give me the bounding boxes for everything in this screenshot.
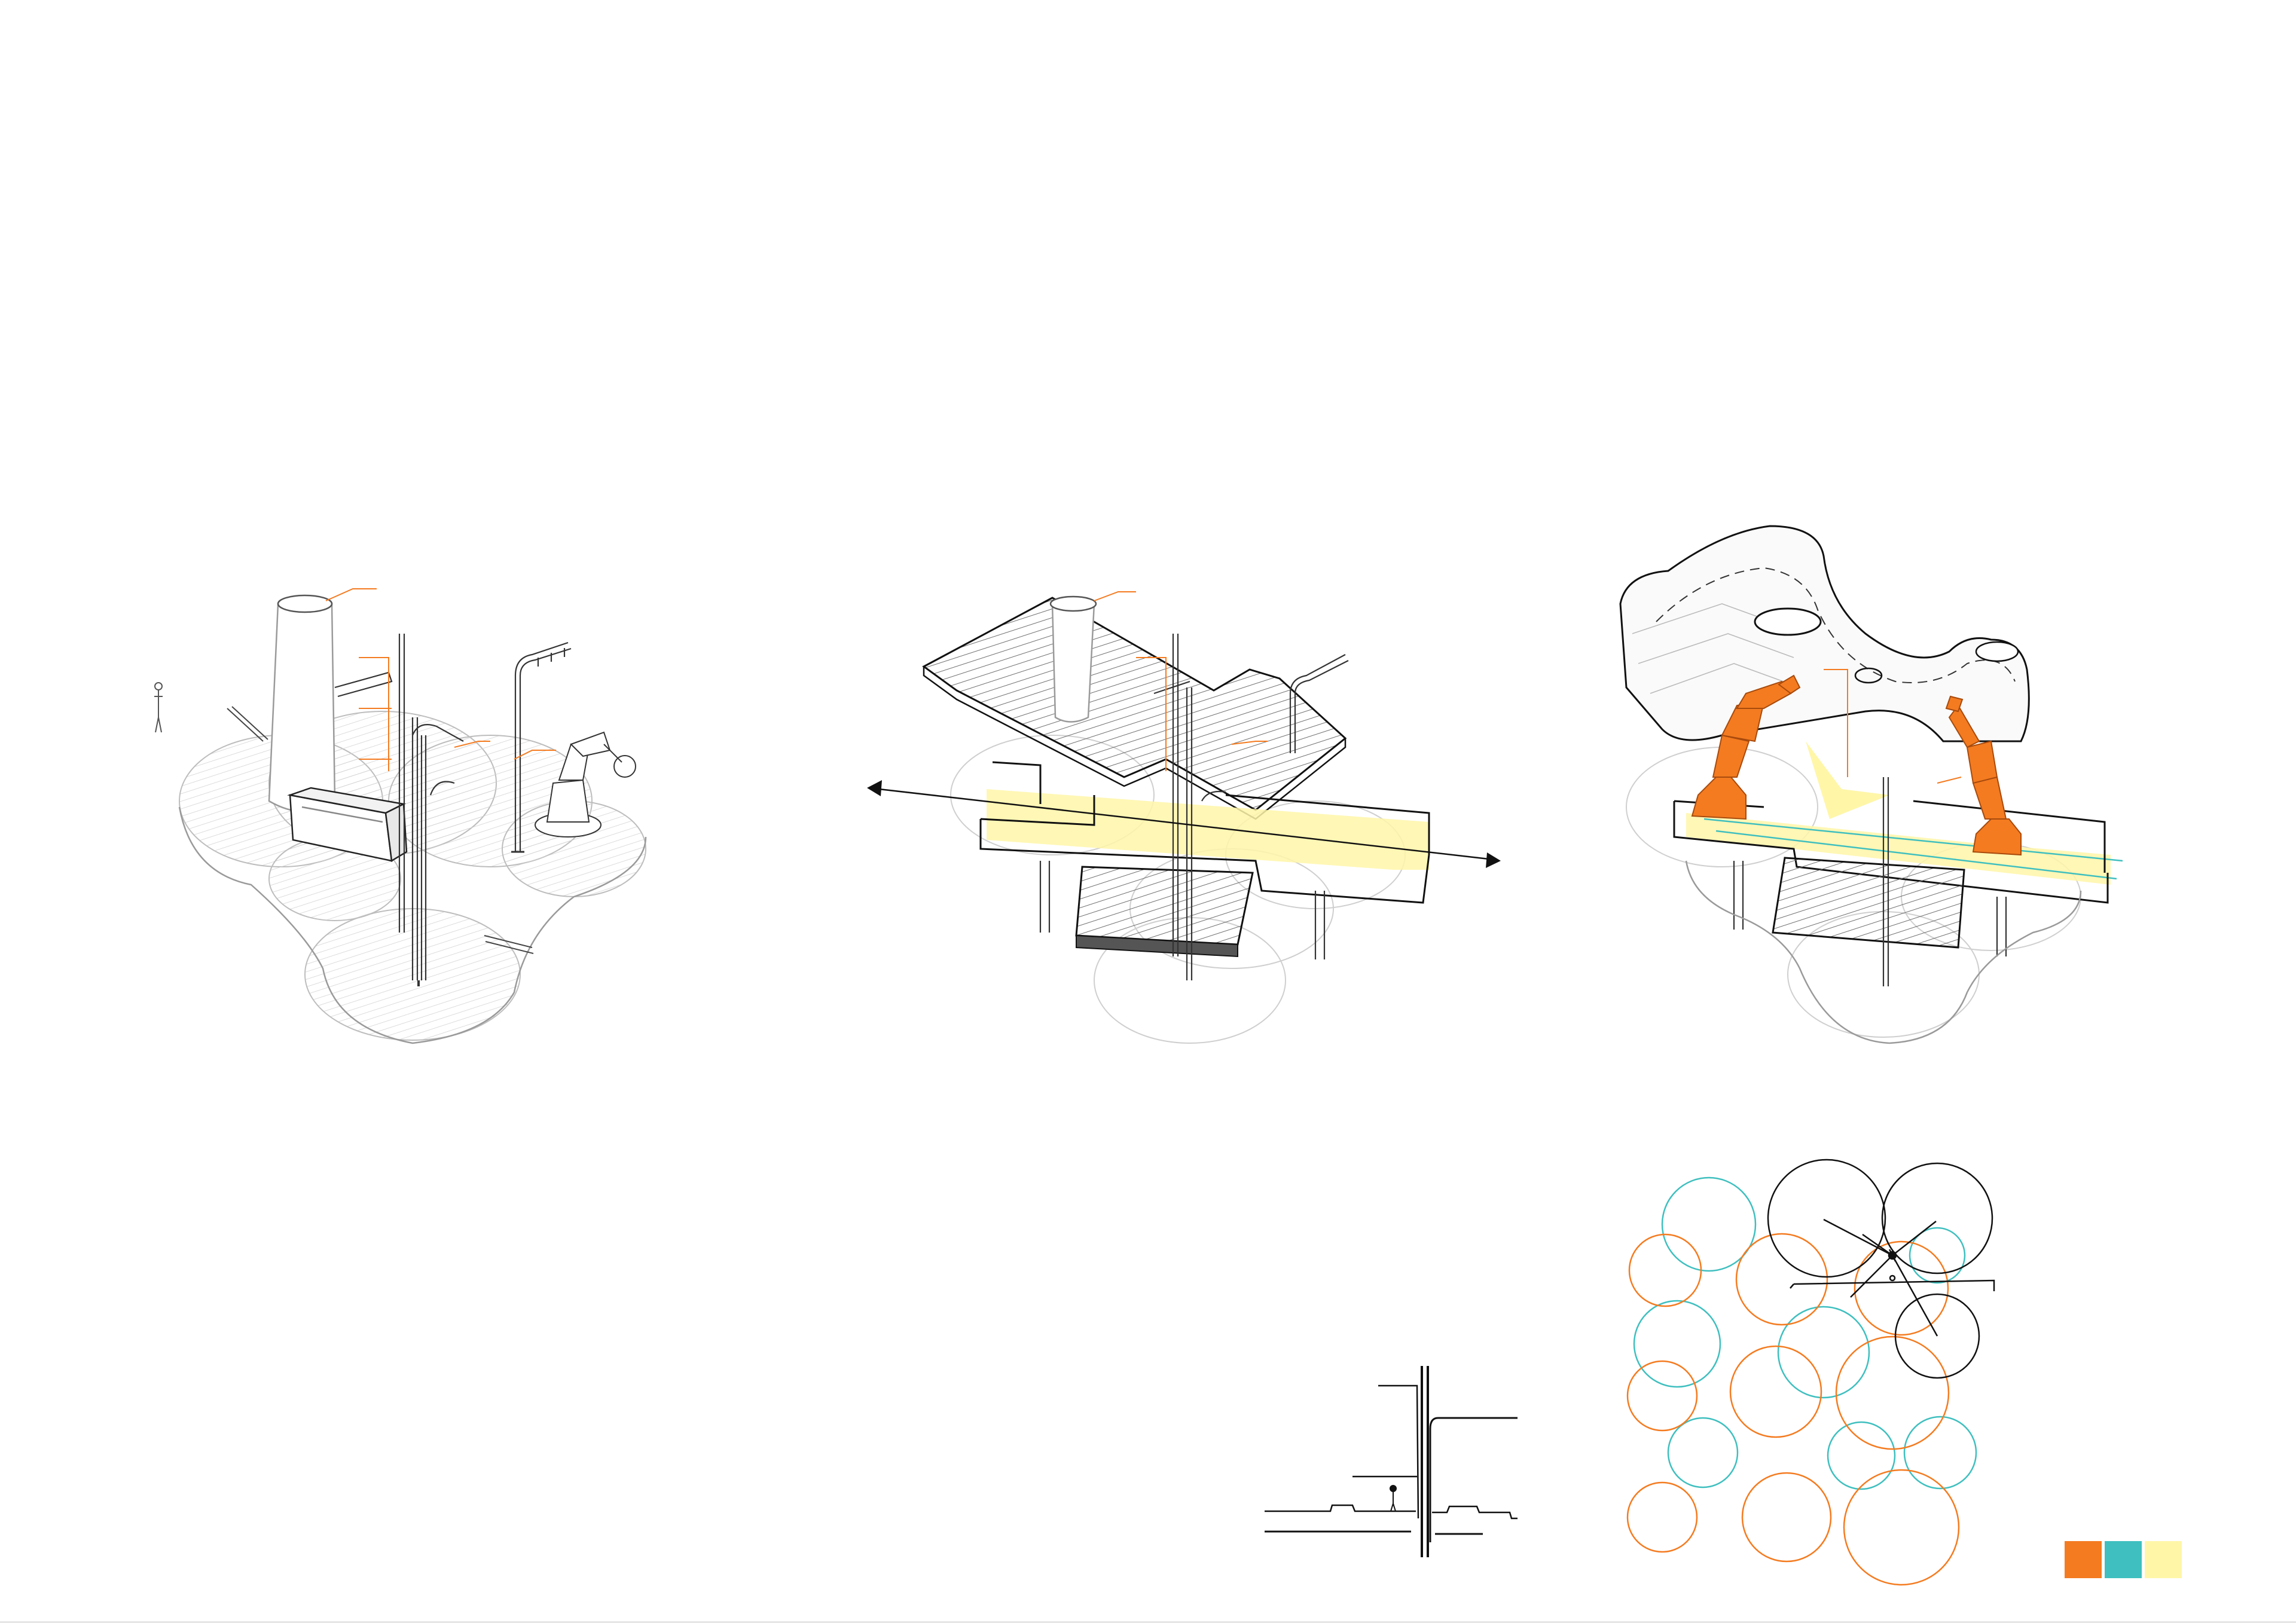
yellow-corridor <box>987 789 1429 870</box>
upper-deck <box>922 597 1347 811</box>
legend-swatch-teal <box>2105 1541 2142 1578</box>
vertical-pipes <box>334 634 464 986</box>
orange-circle <box>1741 1472 1832 1563</box>
robot-arm-right <box>1945 695 2022 856</box>
robot-arm-left <box>1691 674 1801 820</box>
ground-rails <box>227 706 534 954</box>
yellow-corridor <box>1686 813 2111 885</box>
lower-stair-plate <box>1075 866 1254 946</box>
lamp-post <box>1289 654 1349 753</box>
right-arm <box>1429 1417 1518 1542</box>
annotation-leaders <box>1824 669 1962 784</box>
lower-stair-plate <box>1772 857 1965 949</box>
teal-circle <box>1661 1176 1757 1272</box>
enclosure-shell <box>1619 525 2030 742</box>
ring-fixture <box>1854 667 1883 684</box>
black-circle <box>1767 1159 1886 1278</box>
teal-circle <box>1633 1300 1721 1388</box>
corridor-walls <box>979 761 1430 904</box>
orange-circle <box>1628 1233 1702 1307</box>
orange-circle <box>1835 1335 1950 1450</box>
support-columns <box>1039 861 1326 959</box>
vertical-pipes <box>1153 634 1226 980</box>
enclosure-dashed <box>1656 567 2016 683</box>
teal-guides <box>1703 818 2123 880</box>
teal-circles <box>1633 1176 1977 1490</box>
arrow-head-right <box>1486 852 1501 868</box>
annotation-leaders <box>325 588 556 771</box>
section-elevation <box>1265 1366 1518 1557</box>
black-circles <box>1767 1159 1993 1379</box>
annotation-leaders <box>1094 591 1268 771</box>
platform-circles <box>179 711 646 1041</box>
lamp-post <box>511 641 572 853</box>
orange-circle <box>1735 1233 1828 1326</box>
workbench-block <box>287 787 408 863</box>
platform-edge <box>1685 860 2082 1044</box>
upper-arm <box>1378 1384 1419 1519</box>
teal-circle <box>1903 1416 1977 1490</box>
cone-chimney <box>268 603 336 812</box>
plan-linework <box>1790 1218 1995 1337</box>
orange-circle <box>1854 1240 1949 1336</box>
orange-circle <box>1626 1360 1698 1432</box>
ground-profile-right <box>1432 1505 1518 1520</box>
axon-enclosure-robots <box>1619 525 2123 1044</box>
yellow-wedge <box>1806 741 1889 819</box>
cone-top <box>277 594 333 613</box>
human-figure <box>154 682 163 733</box>
movement-arrow <box>878 788 1489 860</box>
teal-circle <box>1827 1421 1896 1490</box>
arrow-head-left <box>867 780 882 796</box>
orange-circle <box>1626 1481 1698 1553</box>
legend <box>2065 1541 2182 1578</box>
upper-deck-edge <box>923 667 1347 820</box>
support-columns <box>1733 777 2007 986</box>
legend-swatch-yellow <box>2145 1541 2182 1578</box>
human-figure <box>1390 1485 1397 1512</box>
robot-arm-outline <box>535 731 636 838</box>
ground-profile <box>1265 1504 1416 1512</box>
orange-circles <box>1626 1233 1960 1586</box>
teal-circle <box>1777 1306 1870 1399</box>
platform-edge <box>178 806 647 1044</box>
skylight-oculus <box>1754 607 1822 636</box>
footer-rule <box>0 1621 2296 1623</box>
black-circle <box>1894 1293 1980 1379</box>
lower-stair-thickness <box>1076 934 1238 958</box>
orange-circle <box>1729 1345 1822 1438</box>
teal-circle <box>1667 1417 1739 1488</box>
teal-circle <box>1909 1227 1966 1284</box>
axon-base-structure <box>154 588 647 1044</box>
axon-circulation-deck <box>867 591 1501 1044</box>
legend-swatch-orange <box>2065 1541 2102 1578</box>
cone-top <box>1049 595 1097 612</box>
orange-circle <box>1843 1469 1960 1586</box>
skylight-oculus-right <box>1975 641 2019 662</box>
black-circle <box>1881 1162 1993 1274</box>
circle-plan <box>1626 1159 1995 1586</box>
cone-chimney <box>1051 603 1095 723</box>
